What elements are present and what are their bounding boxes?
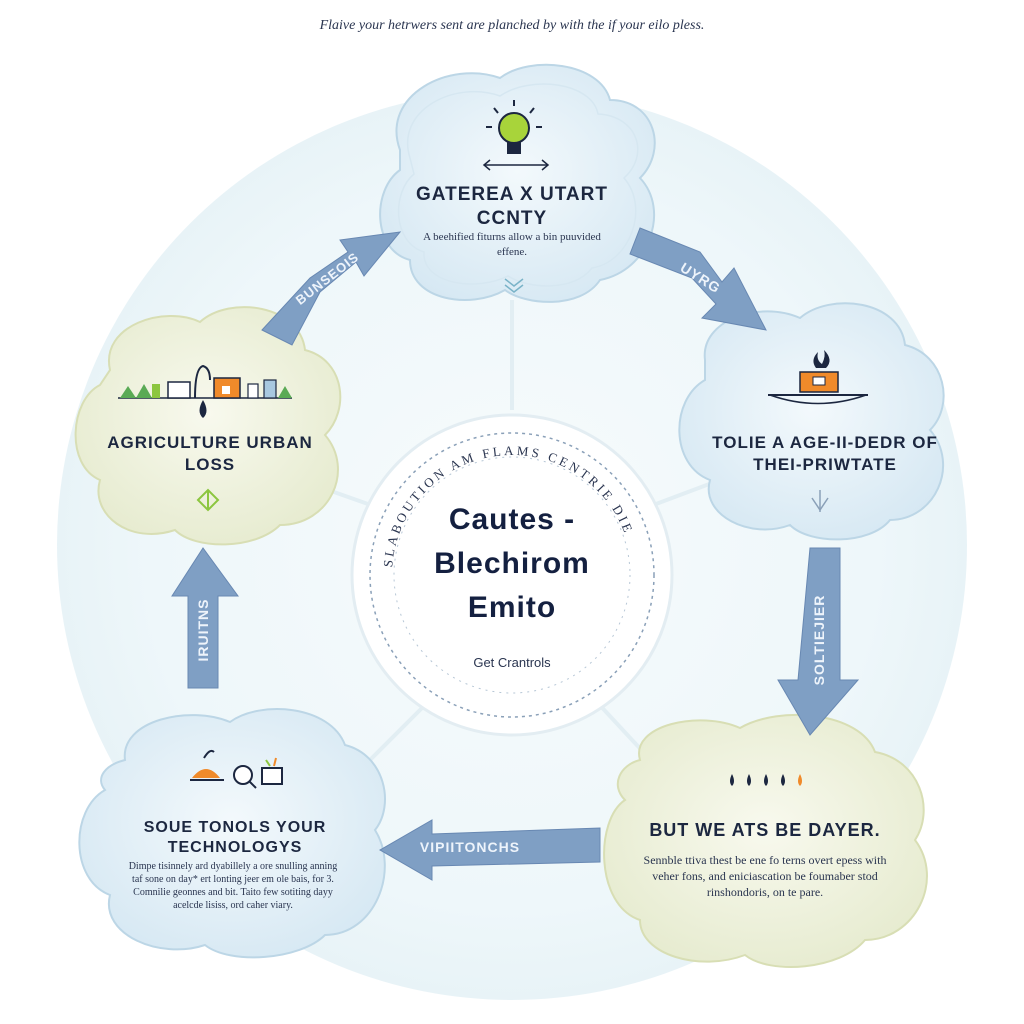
bottom-left-node-body: Dimpe tisinnely ard dyabillely a ore snu… [128,861,338,911]
top-node-body: A beehified fiturns allow a bin puuvided… [423,231,601,258]
left-cloud [74,306,342,546]
center-circle: SLABOUTION AM FLAMS CENTRIE DIE [350,413,674,737]
arrow-right-bottom [777,547,860,736]
bottom-left-cloud [78,708,386,959]
center-subtitle: Get Crantrols [473,655,551,670]
small-glyph-icon [811,490,829,512]
arrow-top-right [629,227,767,331]
bottom-right-node-body: Sennble ttiva thest be ene fo terns over… [643,853,887,899]
chevron-down-icon [504,278,524,293]
double-arrow-icon [482,159,550,171]
leaf-icon [196,488,220,512]
left-node-title: AGRICULTURE URBAN LOSS [107,433,313,474]
bottom-right-node-title: BUT WE ATS BE DAYER. [649,820,881,840]
arrow-bottom [378,819,601,881]
arrow-label-right-bottom: SOLTIEJIER [811,595,827,686]
stove-icon [768,350,868,405]
arrow-left-top [261,231,402,346]
center-title: Cautes - Blechirom Emito [434,503,590,624]
bottom-left-node-title: SOUE TONOLS YOUR TECHNOLOGYS [143,819,327,856]
arrow-label-left: IRUITNS [195,599,211,662]
top-node-title: GATEREA X UTART CCNTY [416,184,608,229]
bottom-right-cloud [603,713,928,968]
lightbulb-icon [486,100,542,154]
top-caption: Flaive your hetrwers sent are planched b… [319,18,705,33]
tools-icon [190,749,283,789]
farm-city-icon [118,364,292,418]
arrow-label-bottom: VIPIITONCHS [420,839,520,855]
right-cloud [678,302,945,541]
top-cloud [379,63,656,303]
arrow-left [171,547,239,689]
droplets-icon [730,774,802,786]
right-node-title: TOLIE A AGE-II-DEDR OF THEI-PRIWTATE [712,433,938,474]
